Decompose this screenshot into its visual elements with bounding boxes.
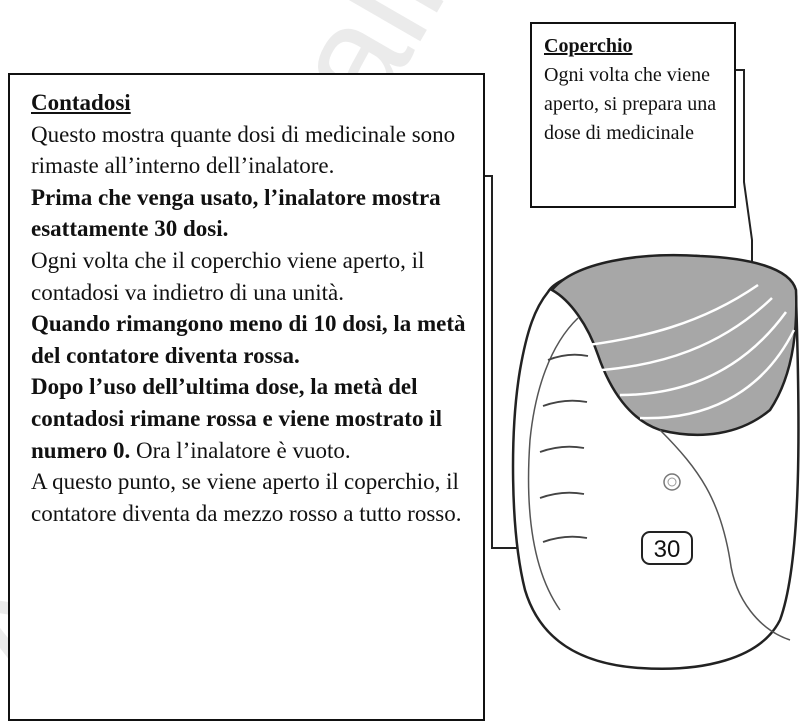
grip-ridges <box>539 353 589 543</box>
coperchio-title: Coperchio <box>544 35 633 57</box>
body-contour <box>527 317 579 611</box>
coperchio-callout: Coperchio Ogni volta che viene aperto, s… <box>530 22 736 208</box>
coperchio-leader-line <box>736 69 753 298</box>
coperchio-text: Ogni volta che viene aperto, si prepara … <box>544 64 717 144</box>
cover-grip-lines <box>587 283 796 420</box>
contadosi-text-5: Dopo l’uso dell’ultima dose, la metà del… <box>31 371 473 466</box>
contadosi-title: Contadosi <box>31 90 131 115</box>
dose-counter-value: 30 <box>654 536 681 563</box>
contadosi-text-5a: Dopo l’uso dell’ultima dose, la metà del… <box>31 374 442 463</box>
contadosi-text-3: Ogni volta che il coperchio viene aperto… <box>31 247 425 305</box>
dose-counter-window <box>641 531 693 565</box>
cover-edge <box>659 429 791 641</box>
contadosi-text-5b: Ora l’inalatore è vuoto. <box>130 437 351 463</box>
mouthpiece-indicator <box>663 473 681 491</box>
contadosi-text-6: A questo punto, se viene aperto il coper… <box>31 469 462 526</box>
contadosi-callout: Contadosi Questo mostra quante dosi di m… <box>8 73 485 721</box>
contadosi-text-4: Quando rimangono meno di 10 dosi, la met… <box>31 311 466 368</box>
contadosi-text-2: Prima che venga usato, l’inalatore mostr… <box>31 184 441 242</box>
contadosi-text-1: Questo mostra quante dosi di medicinale … <box>31 121 456 179</box>
